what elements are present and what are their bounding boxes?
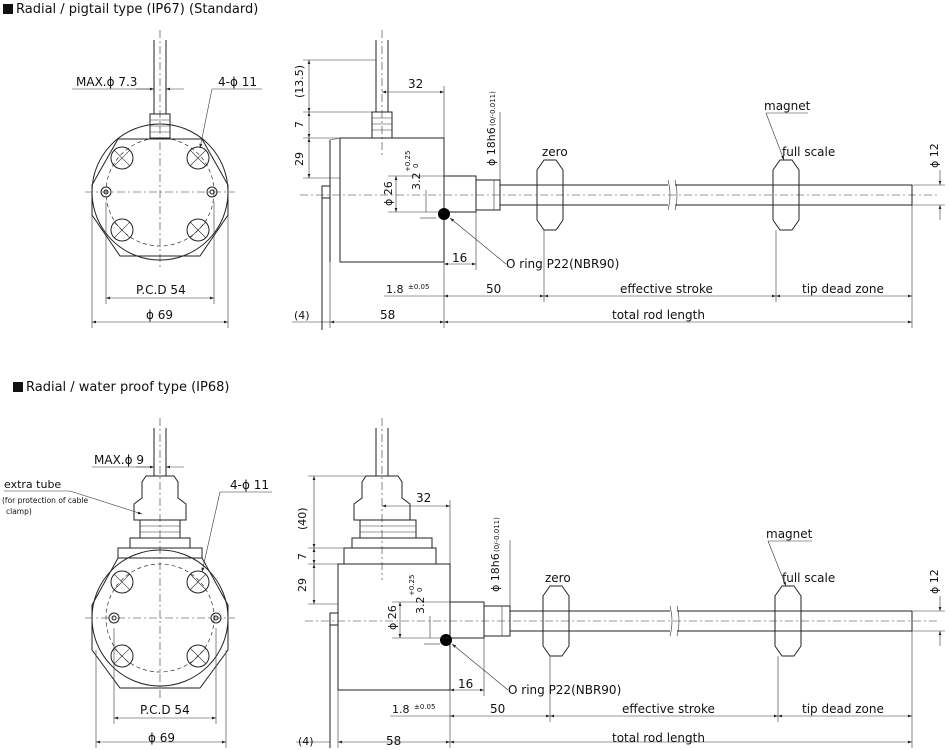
square-bullet-icon: [3, 4, 13, 14]
dim-26-label: ϕ 26: [386, 605, 399, 630]
dim-50-label: 50: [486, 282, 501, 296]
side-view-ip67: [292, 30, 945, 330]
section-title-ip67-text: Radial / pigtail type (IP67) (Standard): [16, 2, 259, 17]
labels-ip67: MAX.ϕ 7.3 4-ϕ 11 P.C.D 54 ϕ 69 (13.5) 7 …: [76, 65, 941, 322]
labels-ip68: extra tube (for protection of cable clam…: [2, 453, 941, 748]
dim-7-label: 7: [293, 121, 306, 128]
body-dia-label: ϕ 69: [148, 731, 175, 745]
o-ring-icon: [440, 634, 452, 646]
effective-stroke-label: effective stroke: [620, 282, 713, 296]
dim-1-8-label: 1.8: [392, 703, 410, 716]
rod-dia-label: ϕ 12: [928, 569, 941, 594]
front-view-ip68: [4, 418, 272, 748]
dim-4-label: (4): [298, 735, 314, 748]
tol-3-2-upper: +0.25: [404, 151, 412, 172]
section-title-ip68: Radial / water proof type (IP68): [13, 380, 229, 395]
dim-32-label: 32: [416, 491, 431, 505]
dim-32-label: 32: [408, 77, 423, 91]
holes-label: 4-ϕ 11: [218, 75, 257, 89]
oring-label: O ring P22(NBR90): [508, 683, 621, 697]
dim-58-label: 58: [380, 308, 395, 322]
dim-58-label: 58: [386, 734, 401, 748]
tol-3-2-lower: 0: [412, 164, 420, 168]
max-cable-label: MAX.ϕ 7.3: [76, 75, 137, 89]
dim-18-label: ϕ 18h6: [485, 127, 498, 166]
dim-29-label: 29: [293, 152, 306, 166]
zero-label: zero: [542, 145, 568, 159]
rod-dia-label: ϕ 12: [928, 143, 941, 168]
dim-16-label: 16: [452, 251, 467, 265]
tip-dead-zone-label: tip dead zone: [802, 282, 884, 296]
square-bullet-icon: [13, 382, 23, 392]
mounting-hole-icon: [110, 570, 210, 668]
dim-50-label: 50: [490, 702, 505, 716]
total-rod-length-label: total rod length: [612, 731, 705, 745]
dim-7-label: 7: [296, 553, 309, 560]
dim-13-5-label: (13.5): [293, 65, 306, 98]
tol-1-8-label: ±0.05: [414, 703, 435, 711]
dim-40-label: (40): [296, 507, 309, 530]
dim-16-label: 16: [458, 677, 473, 691]
body-dia-label: ϕ 69: [146, 308, 173, 322]
holes-label: 4-ϕ 11: [230, 478, 269, 492]
section-title-ip68-text: Radial / water proof type (IP68): [26, 380, 230, 395]
o-ring-icon: [438, 208, 450, 220]
pcd-label: P.C.D 54: [140, 703, 190, 717]
total-rod-length-label: total rod length: [612, 308, 705, 322]
tol-1-8-label: ±0.05: [408, 283, 429, 291]
tol-18-label: (0/-0.011): [489, 91, 497, 126]
dim-18-label: ϕ 18h6: [489, 553, 502, 592]
max-cable-label: MAX.ϕ 9: [94, 453, 144, 467]
tol-3-2-lower: 0: [416, 588, 424, 592]
side-view-ip68: [296, 418, 945, 748]
front-view-ip67: [72, 30, 262, 328]
magnet-label: magnet: [764, 99, 811, 113]
extra-tube-note-2: clamp): [6, 507, 32, 516]
extra-tube-label: extra tube: [4, 478, 61, 491]
magnet-label: magnet: [766, 527, 813, 541]
pcd-label: P.C.D 54: [136, 283, 186, 297]
extra-tube-note-1: (for protection of cable: [2, 496, 88, 505]
dim-29-label: 29: [296, 578, 309, 592]
effective-stroke-label: effective stroke: [622, 702, 715, 716]
section-title-ip67: Radial / pigtail type (IP67) (Standard): [3, 2, 258, 17]
dim-3-2-label: 3.2: [410, 173, 423, 191]
dim-26-label: ϕ 26: [382, 181, 395, 206]
dim-3-2-label: 3.2: [414, 597, 427, 615]
tol-3-2-upper: +0.25: [408, 575, 416, 596]
oring-label: O ring P22(NBR90): [506, 257, 619, 271]
full-scale-label: full scale: [782, 145, 835, 159]
mounting-hole-icon: [110, 146, 210, 242]
dim-1-8-label: 1.8: [386, 283, 404, 296]
full-scale-label: full scale: [782, 571, 835, 585]
tip-dead-zone-label: tip dead zone: [802, 702, 884, 716]
zero-label: zero: [545, 571, 571, 585]
dim-4-label: (4): [294, 309, 310, 322]
tol-18-label: (0/-0.011): [493, 517, 501, 552]
